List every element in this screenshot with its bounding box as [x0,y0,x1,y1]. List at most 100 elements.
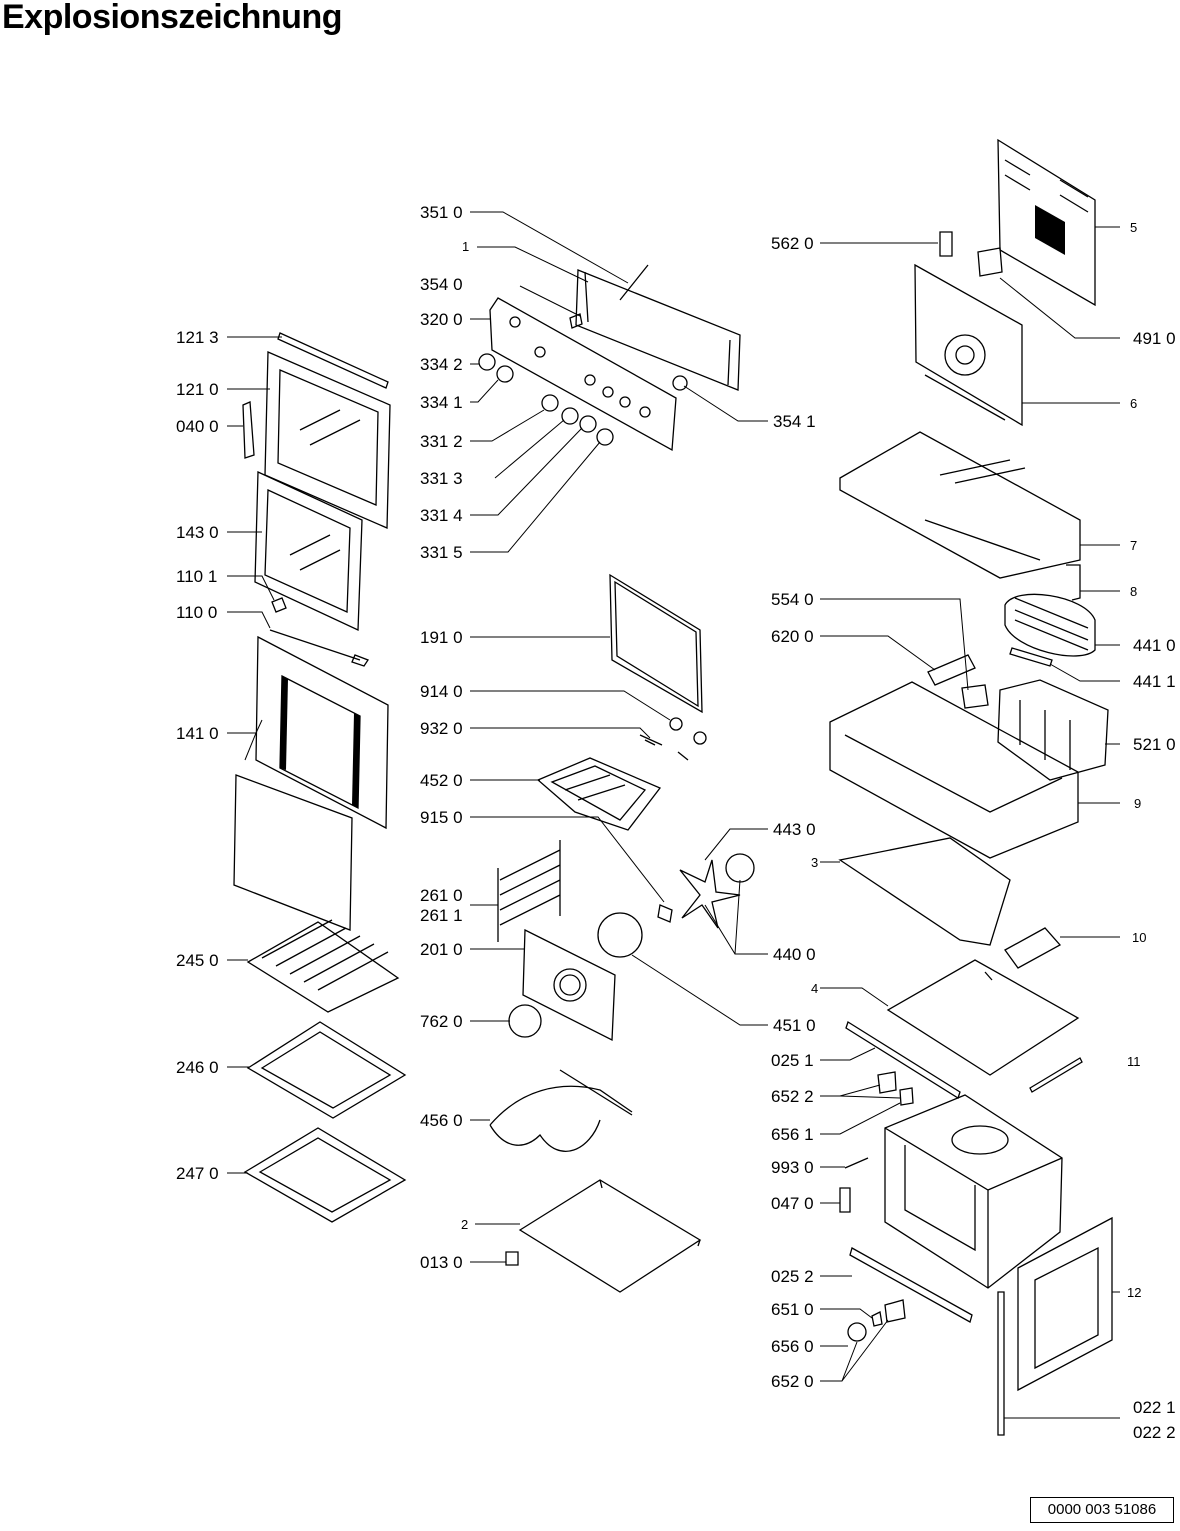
label-1101: 110 1 [176,567,217,586]
lamp-glass [899,1087,914,1106]
label-0252: 025 2 [771,1267,814,1286]
rail-0251 [845,1021,961,1099]
leader-lines [227,211,1120,1419]
housing-frame [829,681,1079,859]
label-4400: 440 0 [773,945,816,964]
label-4411: 441 1 [1133,672,1176,691]
inner-door-glass [233,774,353,931]
electronic-module [997,679,1109,781]
label-4910: 491 0 [1133,329,1176,348]
thermostat-sensor [639,734,689,761]
label-1: 1 [462,239,469,254]
knob-3315 [596,428,614,446]
part-drawings [233,138,1113,1436]
label-0222: 022 2 [1133,1423,1176,1442]
label-6520: 652 0 [771,1372,814,1391]
lamp-socket [884,1299,906,1323]
label-0221: 022 1 [1133,1398,1176,1417]
label-9: 9 [1134,796,1141,811]
label-4: 4 [811,981,818,996]
label-3341: 334 1 [420,393,463,412]
fan-motor [725,853,755,883]
label-6: 6 [1130,396,1137,411]
label-9150: 915 0 [420,808,463,827]
top-cover [839,431,1081,579]
label-9320: 932 0 [420,719,463,738]
label-3312: 331 2 [420,432,463,451]
document-number: 0000 003 51086 [1030,1497,1174,1523]
label-6522: 652 2 [771,1087,814,1106]
label-9140: 914 0 [420,682,463,701]
rear-panel [522,928,616,1042]
bracket-10 [1004,927,1062,969]
label-1213: 121 3 [176,328,219,347]
strip-11 [1029,1057,1083,1093]
screw-3510 [619,264,649,301]
knob-3314 [579,415,597,433]
label-4560: 456 0 [420,1111,463,1130]
label-2450: 245 0 [176,951,219,970]
fan-cover [508,1004,542,1038]
label-3541: 354 1 [773,412,816,431]
label-11: 11 [1127,1054,1141,1069]
label-0400: 040 0 [176,417,219,436]
knob-3341 [496,365,514,383]
label-6510: 651 0 [771,1300,814,1319]
label-2: 2 [461,1217,468,1232]
label-3342: 334 2 [420,355,463,374]
label-3: 3 [811,855,818,870]
switch-block [927,654,976,686]
rail-0252 [849,1247,973,1323]
terminal-block [977,247,1003,277]
label-3314: 331 4 [420,506,463,525]
diagram-title: Explosionszeichnung [2,0,342,36]
rear-plate [914,263,1023,427]
bracket-5620 [939,231,953,257]
glass-profile [269,629,369,667]
lamp-bulb [871,1311,883,1327]
label-1100: 110 0 [176,603,217,622]
lower-heating-element [489,1069,633,1152]
fan-heating-ring [597,912,643,958]
side-profile [997,1291,1005,1436]
rear-cover [997,138,1096,307]
cooling-fan [1004,593,1096,657]
knob-3313 [561,407,579,425]
label-3540: 354 0 [420,275,463,294]
side-rack [497,840,561,942]
label-3313: 331 3 [420,469,463,488]
label-0251: 025 1 [771,1051,814,1070]
control-panel-bracket [575,269,741,391]
label-10: 10 [1132,930,1146,945]
label-1430: 143 0 [176,523,219,542]
baking-tray [246,1021,407,1119]
door-frame [264,351,391,529]
label-1210: 121 0 [176,380,219,399]
fan-blade [679,859,741,929]
label-6200: 620 0 [771,627,814,646]
label-12: 12 [1127,1285,1141,1300]
label-2460: 246 0 [176,1058,219,1077]
control-panel [489,297,677,452]
label-2010: 201 0 [420,940,463,959]
label-6560: 656 0 [771,1337,814,1356]
label-3510: 351 0 [420,203,463,222]
label-7620: 762 0 [420,1012,463,1031]
relay-5540 [961,684,989,709]
label-3315: 331 5 [420,543,463,562]
lamp-cover [669,717,683,731]
oven-cavity [884,1094,1063,1289]
catch-0470 [839,1187,851,1213]
door-hinge [242,401,255,459]
screw-9930 [844,1157,869,1169]
lamp-cover-6560 [847,1322,867,1342]
label-3200: 320 0 [420,310,463,329]
knob-3312 [541,394,559,412]
label-2470: 247 0 [176,1164,219,1183]
label-1410: 141 0 [176,724,219,743]
door-seal [609,573,703,714]
foot [505,1251,519,1266]
oven-floor [518,1179,702,1293]
label-2610: 261 0 [420,886,463,905]
